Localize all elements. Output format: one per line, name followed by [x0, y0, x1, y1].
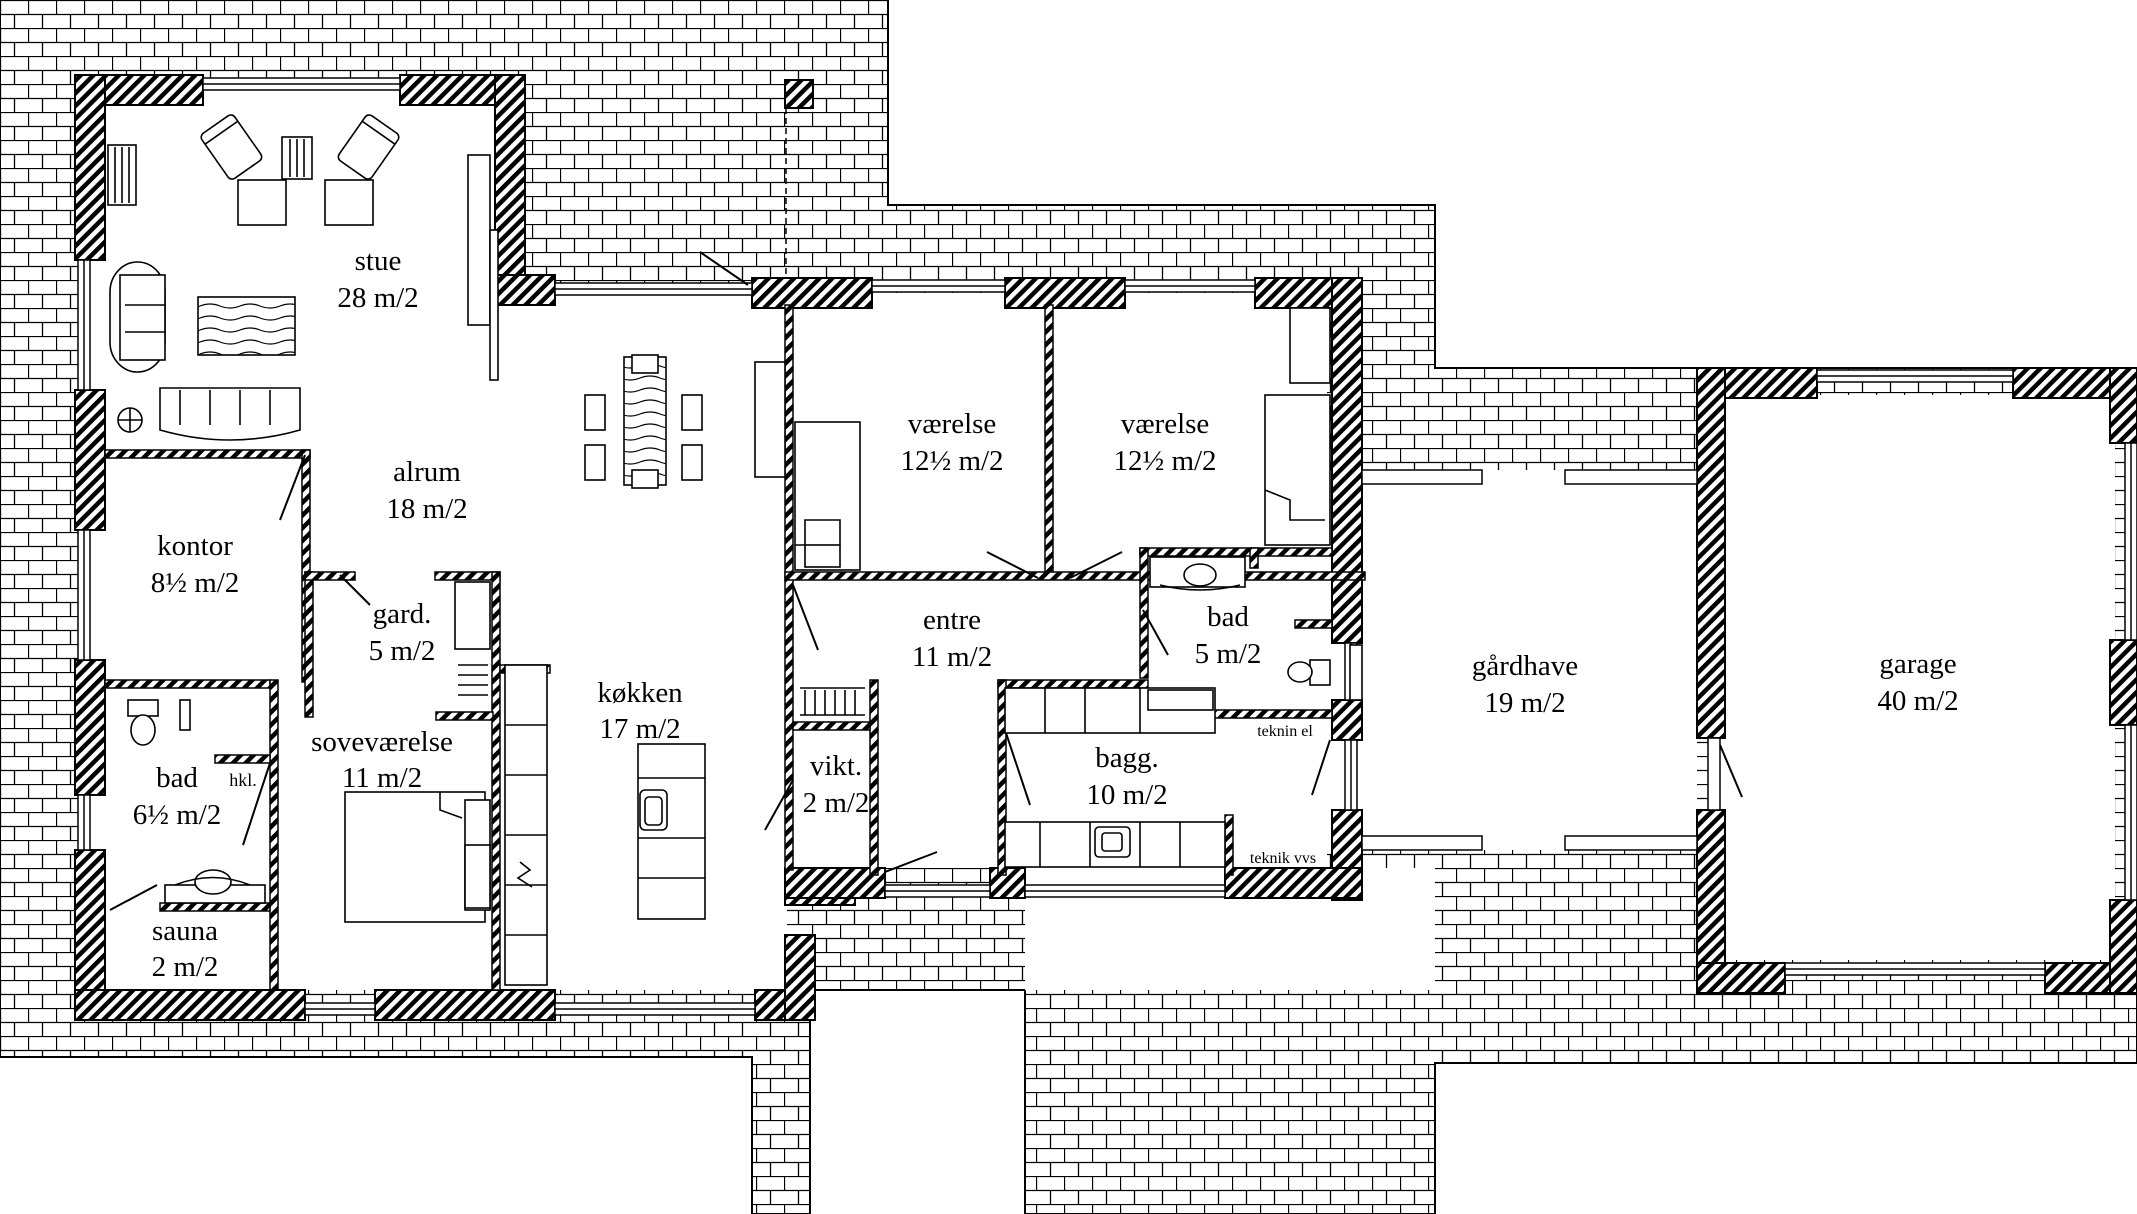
room-kokken-name: køkken: [597, 677, 683, 709]
room-gard-name: gard.: [373, 598, 432, 630]
room-stue-name: stue: [355, 245, 402, 277]
room-bad2-name: bad: [1207, 601, 1249, 633]
room-hkl-name: hkl.: [229, 770, 257, 790]
room-gardhave-name: gårdhave: [1472, 650, 1578, 682]
room-teknin-el-name: teknin el: [1257, 723, 1313, 740]
room-stue-area: 28 m/2: [337, 282, 418, 314]
room-vikt-area: 2 m/2: [803, 787, 870, 819]
room-kokken-area: 17 m/2: [599, 713, 680, 745]
room-labels: stue 28 m/2 alrum 18 m/2 kontor 8½ m/2 g…: [133, 245, 1959, 983]
furniture: [107, 114, 1363, 986]
room-alrum-name: alrum: [393, 456, 461, 488]
room-vaerelse2-area: 12½ m/2: [1113, 445, 1216, 477]
room-sovevaerelse-name: soveværelse: [311, 726, 453, 758]
exterior-walls: [74, 74, 2137, 1021]
room-entre-area: 11 m/2: [912, 641, 992, 673]
room-vaerelse1-area: 12½ m/2: [900, 445, 1003, 477]
windows: [77, 77, 2137, 1016]
room-vaerelse2-name: værelse: [1121, 408, 1210, 440]
room-entre-name: entre: [923, 604, 981, 636]
room-gardhave-area: 19 m/2: [1484, 687, 1565, 719]
door-swings: [109, 251, 1743, 911]
room-bad1-name: bad: [156, 762, 198, 794]
room-gard-area: 5 m/2: [369, 635, 436, 667]
room-kontor-area: 8½ m/2: [151, 567, 240, 599]
room-garage-name: garage: [1879, 648, 1956, 680]
room-vaerelse1-name: værelse: [908, 408, 997, 440]
room-bagg-name: bagg.: [1095, 742, 1159, 774]
room-bagg-area: 10 m/2: [1086, 779, 1167, 811]
room-kontor-name: kontor: [157, 530, 233, 562]
courtyard-walls: [1361, 469, 1698, 851]
room-teknik-vvs-name: teknik vvs: [1250, 850, 1316, 867]
room-vikt-name: vikt.: [810, 750, 862, 782]
room-sauna-area: 2 m/2: [152, 951, 219, 983]
room-sovevaerelse-area: 11 m/2: [342, 762, 422, 794]
room-garage-area: 40 m/2: [1877, 685, 1958, 717]
room-sauna-name: sauna: [152, 915, 218, 947]
room-bad2-area: 5 m/2: [1195, 638, 1262, 670]
room-alrum-area: 18 m/2: [386, 493, 467, 525]
room-bad1-area: 6½ m/2: [133, 799, 222, 831]
